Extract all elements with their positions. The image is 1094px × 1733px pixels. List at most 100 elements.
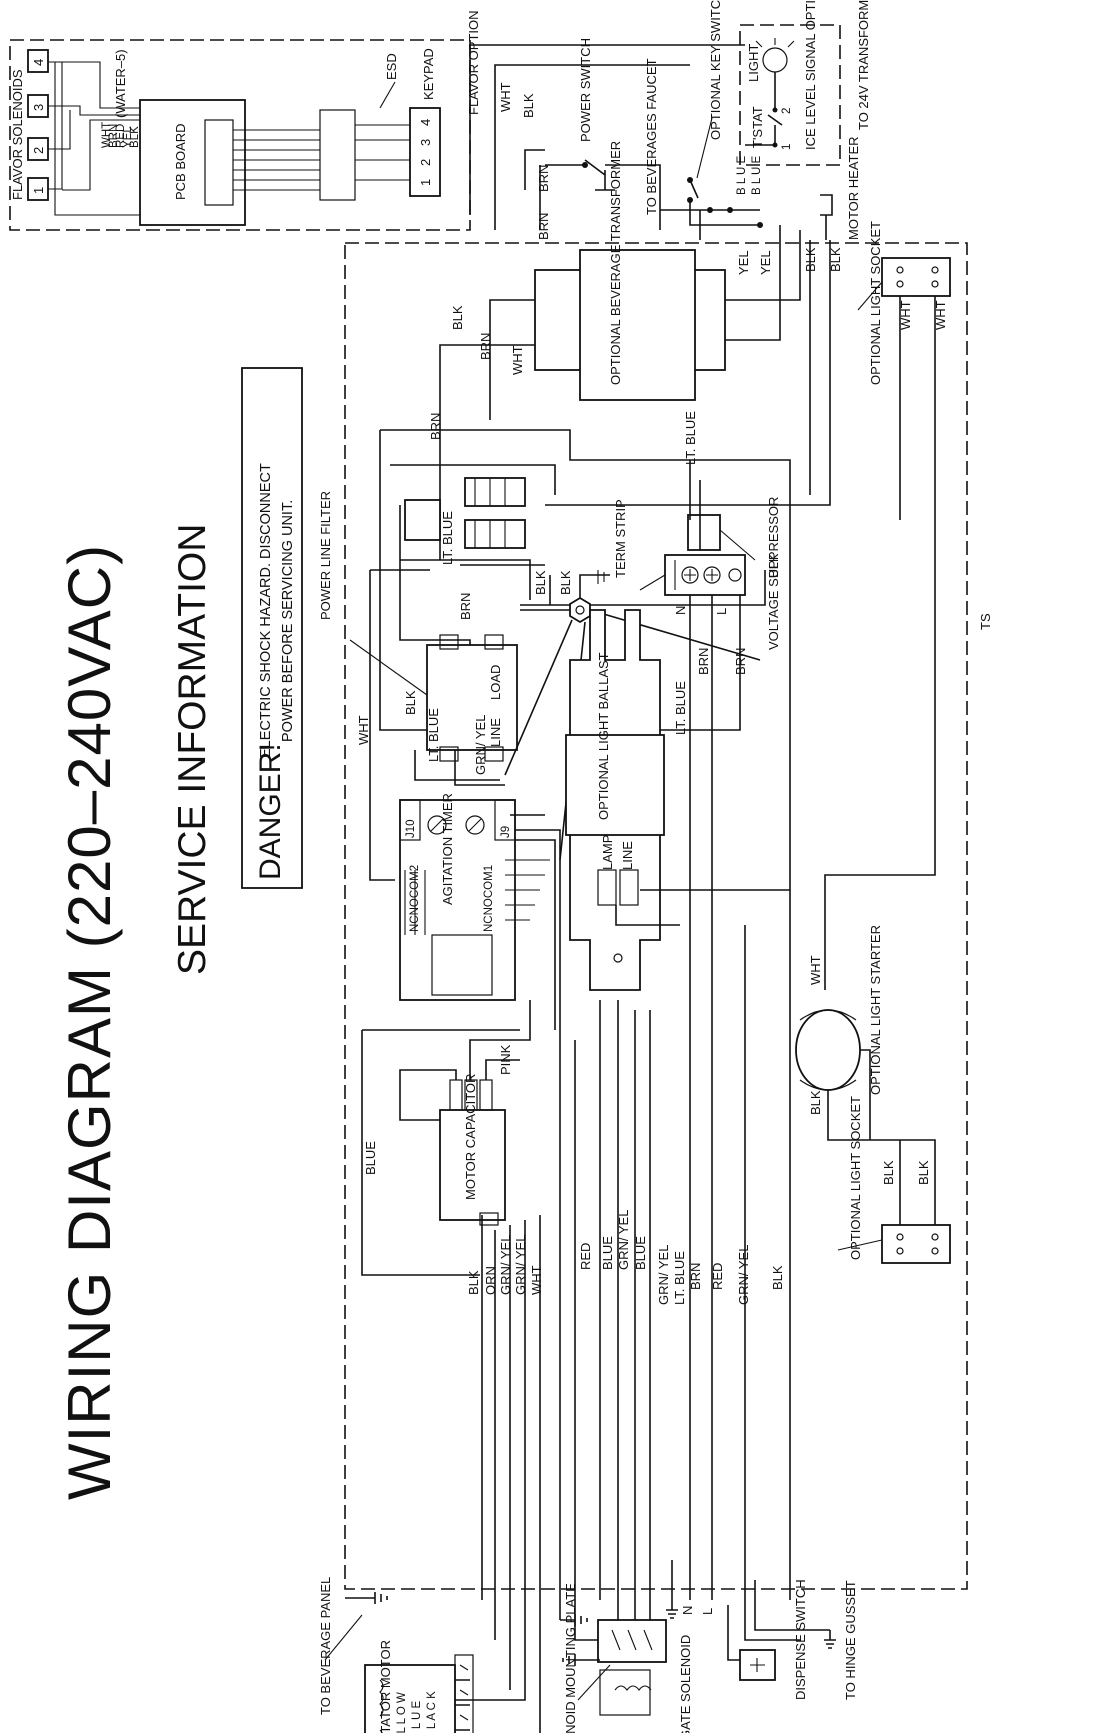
svg-text:PINK: PINK <box>498 1044 513 1075</box>
svg-text:LINE: LINE <box>488 718 503 747</box>
blue-vertical-1: B L U E <box>736 155 748 195</box>
solenoid-plate-label: TO SOLENOID MOUNTING PLATE <box>563 1583 578 1733</box>
term-strip: N L TERM STRIP <box>613 499 746 615</box>
ground-nut <box>504 570 761 861</box>
footer-code: TS <box>978 613 993 630</box>
term-strip-label: TERM STRIP <box>613 499 628 578</box>
svg-text:BLK: BLK <box>828 247 843 272</box>
svg-text:1: 1 <box>418 179 433 186</box>
svg-text:LOAD: LOAD <box>488 665 503 700</box>
svg-text:ORN: ORN <box>483 1266 498 1295</box>
gate-solenoid-label: GATE SOLENOID <box>678 1635 693 1733</box>
voltage-suppressor: VOLTAGE SUPPRESSOR BLK <box>687 497 781 650</box>
beverage-transformer: OPTIONAL BEVERAGE TRANSFORMER YEL YEL <box>439 141 801 560</box>
flavor-solenoid-4: 4 <box>27 49 49 73</box>
optional-light-ballast: OPTIONAL LIGHT BALLAST LAMP LINE <box>565 609 790 991</box>
svg-text:GRN/ YEL: GRN/ YEL <box>616 1210 631 1270</box>
light-label: LIGHT <box>746 44 761 82</box>
svg-text:NCNOCOM1: NCNOCOM1 <box>483 865 495 932</box>
keypad-label: KEYPAD <box>421 48 436 100</box>
svg-text:LT. BLUE: LT. BLUE <box>440 511 455 565</box>
svg-text:L: L <box>714 608 729 615</box>
svg-text:BRN: BRN <box>458 593 473 620</box>
svg-text:4: 4 <box>418 119 433 126</box>
relay-contacts <box>404 477 526 549</box>
to-hinge-gusset: TO HINGE GUSSET <box>843 1580 858 1700</box>
svg-text:BLK: BLK <box>916 1160 931 1185</box>
svg-text:BRN: BRN <box>536 165 551 192</box>
svg-text:N: N <box>673 606 688 615</box>
to-24v-transformer: TO 24V TRANSFORMER <box>856 0 871 130</box>
danger-warning: DANGER! ELECTRIC SHOCK HAZARD. DISCONNEC… <box>241 367 303 889</box>
diagram-title: WIRING DIAGRAM (220–240VAC) <box>56 544 123 1500</box>
keypad: 1 2 3 4 KEYPAD <box>409 48 441 197</box>
svg-text:BLK: BLK <box>766 553 781 578</box>
svg-text:LT. BLUE: LT. BLUE <box>426 708 441 762</box>
svg-text:1: 1 <box>31 187 46 194</box>
svg-text:BLK: BLK <box>403 690 418 715</box>
dispense-switch-label: DISPENSE SWITCH <box>793 1579 808 1700</box>
motor-wire-blue: B L U E <box>411 1700 423 1733</box>
svg-text:N: N <box>680 1606 695 1615</box>
svg-text:WHT: WHT <box>808 955 823 985</box>
svg-text:BRN: BRN <box>536 213 551 240</box>
svg-text:L: L <box>700 1608 715 1615</box>
svg-text:1: 1 <box>781 144 793 150</box>
ice-level-signal-option: T'STAT LIGHT 1 2 ICE LEVEL SIGNAL OPTION <box>739 0 841 166</box>
to-beverage-panel-label: TO BEVERAGE PANEL <box>318 1577 333 1715</box>
svg-text:2: 2 <box>781 108 793 114</box>
power-switch: POWER SWITCH <box>545 38 620 191</box>
svg-text:BRN: BRN <box>696 648 711 675</box>
svg-text:YEL: YEL <box>736 250 751 275</box>
svg-text:WHT: WHT <box>498 82 513 112</box>
light-starter-label: OPTIONAL LIGHT STARTER <box>868 925 883 1095</box>
svg-text:BLUE: BLUE <box>363 1141 378 1175</box>
svg-text:BLK: BLK <box>129 126 141 148</box>
motor-wire-black: B L A C K <box>426 1691 438 1733</box>
svg-text:BLK: BLK <box>533 570 548 595</box>
optional-light-socket-top: WHT WHT OPTIONAL LIGHT SOCKET <box>824 221 951 990</box>
blue-vertical-2: B L U E <box>751 155 763 195</box>
svg-text:WHT: WHT <box>933 300 948 330</box>
svg-text:RED: RED <box>578 1243 593 1270</box>
svg-text:BRN: BRN <box>108 124 120 148</box>
svg-text:WHT: WHT <box>898 300 913 330</box>
light-ballast-label: OPTIONAL LIGHT BALLAST <box>596 652 611 820</box>
svg-text:LT. BLUE: LT. BLUE <box>672 1251 687 1305</box>
danger-line1: ELECTRIC SHOCK HAZARD. DISCONNECT <box>258 463 274 758</box>
svg-text:GRN/ YEL: GRN/ YEL <box>498 1235 513 1295</box>
flavor-solenoid-1: 1 <box>27 177 49 201</box>
svg-text:BLK: BLK <box>558 570 573 595</box>
flavor-option: FLAVOR SOLENOIDS (WATER–5) FLAVOR OPTION… <box>9 11 481 231</box>
svg-text:BLK: BLK <box>808 1090 823 1115</box>
svg-text:WHT: WHT <box>101 122 113 148</box>
dispense-switch: DISPENSE SWITCH <box>739 1579 808 1700</box>
flavor-solenoids-label: FLAVOR SOLENOIDS <box>10 69 25 200</box>
optional-light-starter: OPTIONAL LIGHT STARTER BLK WHT <box>795 925 936 1210</box>
flavor-solenoid-3: 3 <box>27 94 49 118</box>
svg-text:GRN/ YEL: GRN/ YEL <box>736 1245 751 1305</box>
svg-text:2: 2 <box>418 159 433 166</box>
voltage-suppressor-label: VOLTAGE SUPPRESSOR <box>766 497 781 650</box>
svg-text:YEL: YEL <box>122 126 134 148</box>
svg-text:BLK: BLK <box>466 1270 481 1295</box>
svg-text:BLK: BLK <box>803 247 818 272</box>
danger-label: DANGER! <box>254 743 287 880</box>
tstat-label: T'STAT <box>750 106 765 148</box>
svg-text:WHT: WHT <box>510 345 525 375</box>
power-switch-label: POWER SWITCH <box>578 38 593 142</box>
light-socket-bottom-label: OPTIONAL LIGHT SOCKET <box>848 1096 863 1260</box>
svg-text:LINE: LINE <box>620 841 635 870</box>
svg-text:WHT: WHT <box>529 1265 544 1295</box>
water-label: (WATER–5) <box>113 49 128 118</box>
flavor-solenoid-2: 2 <box>27 137 49 161</box>
svg-text:WHT: WHT <box>356 715 371 745</box>
svg-text:RED: RED <box>115 124 127 148</box>
svg-text:J10: J10 <box>405 819 417 838</box>
optional-light-socket-bottom: BLK BLK OPTIONAL LIGHT SOCKET <box>837 1096 951 1264</box>
svg-text:BRN: BRN <box>688 1263 703 1290</box>
motor-capacitor: MOTOR CAPACITOR PINK <box>399 1000 531 1221</box>
svg-text:LT. BLUE: LT. BLUE <box>683 411 698 465</box>
svg-text:GRN/ YEL: GRN/ YEL <box>473 715 488 775</box>
motor-wire-yellow: Y E L L O W <box>396 1692 408 1733</box>
